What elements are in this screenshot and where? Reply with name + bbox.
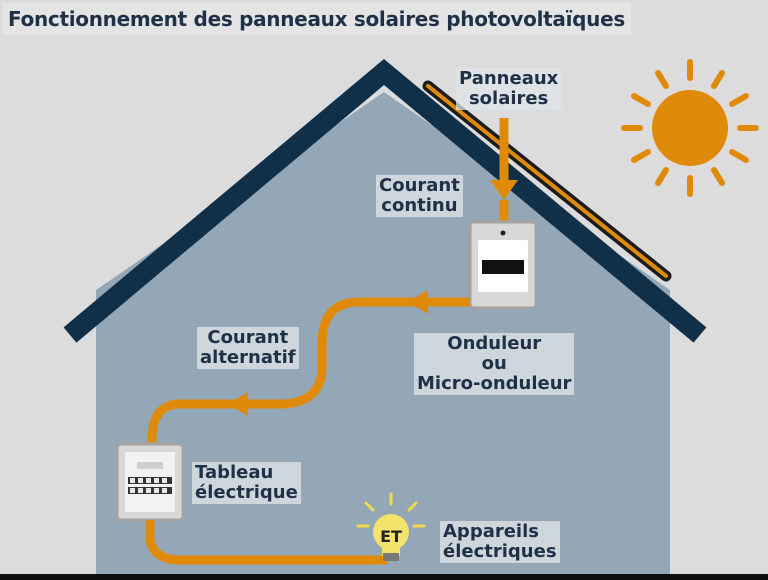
bottom-bar xyxy=(0,574,768,580)
solar-panel xyxy=(422,80,672,282)
light-bulb-icon xyxy=(356,492,426,561)
label-dc: Courant continu xyxy=(376,175,463,217)
bulb-label: ET xyxy=(380,527,402,546)
sun-icon xyxy=(621,59,759,197)
board-to-bulb-path xyxy=(145,520,388,565)
house xyxy=(63,58,707,580)
electrical-board xyxy=(115,442,185,522)
ac-flow-path xyxy=(147,297,470,448)
house-wall xyxy=(96,92,670,580)
roof xyxy=(63,58,707,343)
inverter xyxy=(468,220,538,310)
page-title: Fonctionnement des panneaux solaires pho… xyxy=(2,3,631,35)
dc-flow-arrow xyxy=(490,118,518,222)
label-appliances: Appareils électriques xyxy=(440,521,560,563)
label-panels: Panneaux solaires xyxy=(456,68,562,110)
label-ac: Courant alternatif xyxy=(197,327,299,369)
label-board: Tableau électrique xyxy=(192,462,301,504)
ac-arrow-head-1 xyxy=(408,290,428,314)
ac-arrow-head-2 xyxy=(228,392,248,416)
label-inverter: Onduleur ou Micro-onduleur xyxy=(414,333,575,395)
